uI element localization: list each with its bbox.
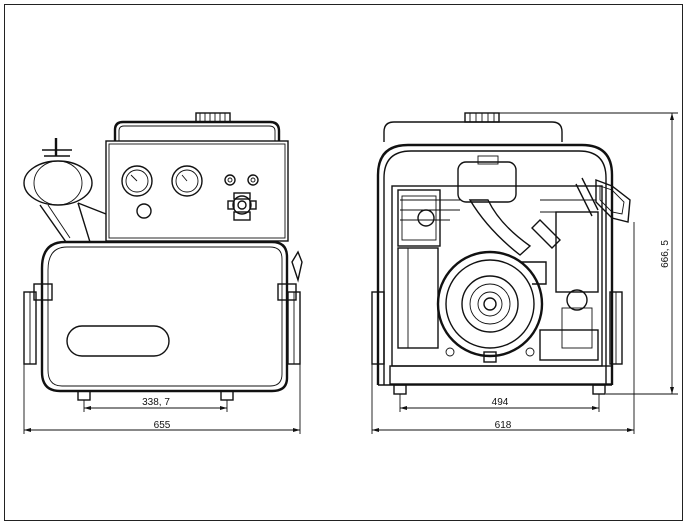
right-view: 494 618 666, 5 [371, 112, 678, 434]
left-view: 338, 7 655 [23, 112, 303, 434]
left-side-handle [23, 250, 303, 365]
roll-frame [376, 143, 614, 386]
nameplate-slot [66, 325, 170, 357]
dim-line-foot-spacing-right [399, 394, 600, 412]
left-foot [220, 390, 234, 401]
switch-icon [224, 174, 236, 186]
dim-label-overall-width-right: 618 [495, 420, 512, 431]
left-foot [77, 390, 91, 401]
left-tank-body [40, 240, 289, 393]
dim-line-height [499, 112, 678, 395]
exhaust-bracket [575, 177, 631, 223]
engine-tank [457, 161, 517, 203]
indicator-lamp-icon [136, 203, 152, 219]
dim-label-foot-spacing-right: 494 [492, 397, 509, 408]
right-foot [393, 384, 407, 395]
left-top-handle [113, 112, 281, 141]
dim-label-height: 666, 5 [660, 240, 671, 268]
dim-label-overall-width-left: 655 [154, 420, 171, 431]
dim-line-foot-spacing-left [83, 400, 228, 412]
dim-label-foot-spacing-left: 338, 7 [142, 397, 170, 408]
pressure-gauge-icon [121, 165, 153, 197]
throttle-knob-icon [227, 192, 257, 221]
right-foot [592, 384, 606, 395]
left-control-panel [105, 140, 289, 242]
dim-line-overall-width-left [23, 364, 301, 434]
drawing-frame [4, 4, 683, 521]
switch-icon [247, 174, 259, 186]
dim-line-overall-width-right [371, 222, 635, 434]
pump-volute-icon [436, 250, 547, 363]
vacuum-gauge-icon [171, 165, 203, 197]
discharge-valve-icon [23, 138, 107, 243]
